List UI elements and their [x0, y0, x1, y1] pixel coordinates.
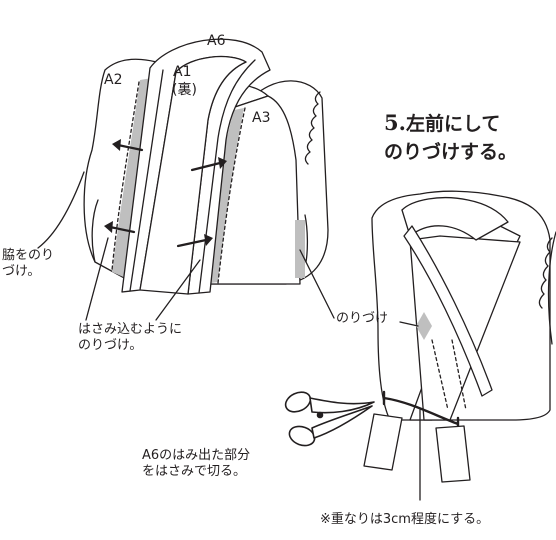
annotation-side-glue-line1: 脇をのり: [2, 248, 55, 263]
dashed-edge-a2: [111, 81, 140, 271]
glue-area-side: [295, 220, 305, 278]
leader-sandwich-2: [155, 259, 201, 321]
arrow-right-top: [190, 161, 222, 172]
annotation-glue: のりづけ: [336, 311, 389, 326]
arrow-left-top-head: [112, 139, 121, 151]
scrap-left: [363, 413, 403, 471]
label-a1: A1: [173, 64, 192, 80]
label-a3: A3: [252, 110, 271, 126]
annotation-cut-line1: A6のはみ出た部分: [142, 448, 251, 463]
glue-area-front: [416, 312, 432, 340]
annotation-sandwich: はさみ込むように のりづけ。: [78, 322, 182, 355]
annotation-cut-line2: をはさみで切る。: [142, 464, 247, 480]
arrow-left-top: [116, 143, 144, 152]
annotation-sandwich-line2: のりづけ。: [78, 338, 143, 354]
arrow-right-bottom: [176, 238, 208, 248]
collar-fold-line: [129, 69, 164, 292]
arrow-right-bottom-head: [204, 234, 213, 246]
step-number: 5.: [384, 110, 406, 135]
arrow-group: [104, 139, 227, 248]
step-title: 5.左前にして のりづけする。: [384, 108, 517, 166]
side-line-a2: [91, 199, 99, 263]
crossing-band: [403, 225, 493, 397]
annotation-sandwich-line1: はさみ込むように: [78, 322, 183, 337]
arm-stub-right: [547, 231, 556, 345]
step-title-line1: 左前にして: [405, 113, 501, 135]
collar-inner-a1: [139, 55, 247, 295]
collar-back: [401, 197, 509, 241]
left-vest-figure: [37, 38, 335, 321]
side-seam: [304, 214, 309, 263]
collar-fold-line-2: [198, 59, 256, 294]
annotation-overlap-note: ※重なりは3cm程度にする。: [320, 512, 490, 527]
leader-sandwich-1: [85, 237, 109, 321]
dashed-edge-a3: [217, 107, 246, 284]
annotation-side-glue-line2: づけ。: [2, 264, 41, 280]
label-a6: A6: [207, 33, 226, 49]
scissors-icon: [284, 391, 375, 447]
annotation-side-glue: 脇をのり づけ。: [2, 248, 54, 281]
annotation-cut: A6のはみ出た部分 をはさみで切る。: [142, 448, 250, 481]
leader-side-glue: [37, 171, 85, 249]
hidden-line-2: [451, 339, 467, 411]
label-a2: A2: [104, 72, 123, 88]
step-title-line2: のりづけする。: [384, 140, 518, 163]
leader-glue-front: [399, 321, 419, 327]
arrow-left-bottom-head: [104, 221, 113, 233]
right-vest-figure: [284, 190, 556, 501]
hidden-line-1: [431, 339, 449, 411]
armhole-right: [538, 237, 553, 309]
arrow-left-bottom: [108, 225, 136, 234]
leader-glue-side: [299, 249, 335, 319]
label-a1-sub: (裏): [172, 82, 197, 98]
armhole-edge: [304, 91, 321, 165]
scrap-right: [435, 425, 471, 483]
arrow-right-top-head: [218, 157, 227, 169]
